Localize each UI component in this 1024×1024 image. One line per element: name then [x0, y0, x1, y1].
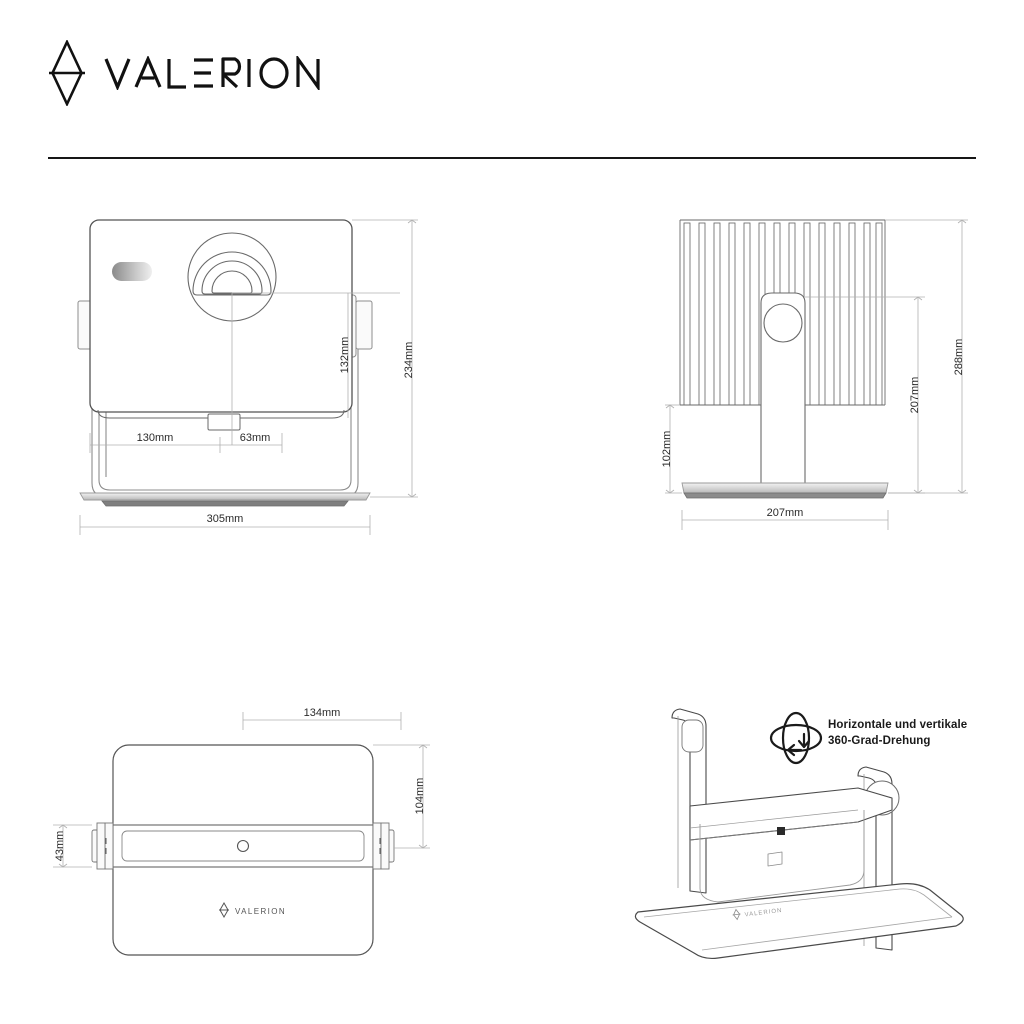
dim-43mm: 43mm: [54, 831, 66, 862]
dim-234mm: 234mm: [403, 342, 415, 379]
dim-130mm: 130mm: [137, 432, 174, 444]
top-button-icon: [236, 839, 250, 853]
dim-63mm: 63mm: [240, 432, 271, 444]
header-divider: [48, 157, 976, 159]
brand-header: [48, 40, 352, 106]
top-hinge-left: [91, 822, 114, 870]
dim-288mm: 288mm: [953, 339, 965, 376]
brand-wordmark: [104, 56, 320, 90]
rotation-360-icon: [769, 711, 823, 765]
rear-pivot-circle: [763, 303, 803, 343]
dim-207mm-height: 207mm: [909, 377, 921, 414]
rotation-annotation-text: Horizontale und vertikale 360-Grad-Drehu…: [828, 719, 968, 747]
stand-base-plate: [634, 883, 964, 960]
top-hinge-right: [372, 822, 395, 870]
front-body-lip: [97, 409, 345, 431]
front-dim-lines: [79, 219, 418, 535]
stand-crossbar-port: [777, 827, 785, 835]
valerion-diamond-icon: [49, 40, 85, 106]
stand-crossbar: [689, 787, 893, 841]
stand-left-pad: [681, 719, 704, 753]
rear-base-plate: [681, 482, 889, 499]
rear-dim-labels: 288mm 207mm 102mm 207mm: [661, 339, 965, 519]
rear-dim-lines: [665, 219, 968, 530]
front-dim-labels: 132mm 234mm 130mm 63mm 305mm: [137, 337, 415, 525]
dim-207mm-width: 207mm: [767, 507, 804, 519]
stand-base-brand-mark: VALERION: [732, 908, 783, 921]
stand-base-brand-text: VALERION: [744, 908, 782, 919]
dim-104mm: 104mm: [414, 778, 426, 815]
front-base-plate: [79, 492, 371, 507]
top-dim-lines: [53, 712, 430, 868]
dim-132mm: 132mm: [339, 337, 351, 374]
front-indicator-pill: [112, 262, 152, 281]
rear-view: 288mm 207mm 102mm 207mm: [620, 205, 1010, 555]
top-brand-mark: VALERION: [219, 901, 286, 919]
top-brand-text: VALERION: [235, 907, 286, 916]
front-body: [89, 219, 353, 413]
top-band: [112, 824, 374, 868]
stand-perspective-view: VALERION: [600, 688, 1000, 978]
dim-134mm: 134mm: [304, 707, 341, 719]
rear-stand-column: [760, 292, 806, 484]
front-view: 132mm 234mm 130mm 63mm 305mm: [60, 205, 460, 555]
top-view: VALERION 134: [35, 688, 455, 978]
dim-305mm: 305mm: [207, 513, 244, 525]
dim-102mm: 102mm: [661, 431, 673, 468]
top-dim-labels: 134mm 104mm 43mm: [54, 707, 426, 861]
